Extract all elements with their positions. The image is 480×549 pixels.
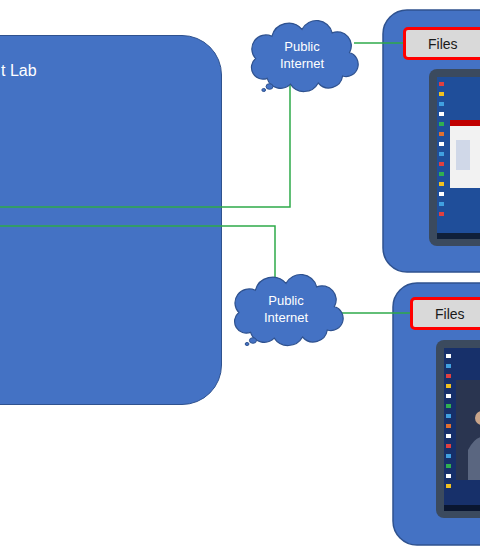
cloud-node: Public Internet — [244, 20, 360, 90]
cloud-label: Public Internet — [254, 292, 318, 326]
cloud-node: Public Internet — [227, 274, 345, 344]
video-window — [456, 380, 480, 480]
desktop-screenshot — [437, 77, 480, 239]
app-window — [450, 120, 480, 188]
cloud-bubble — [262, 88, 266, 91]
lab-box: t Lab — [0, 35, 222, 405]
cloud-bubble — [245, 342, 249, 345]
machine-panel — [383, 10, 480, 272]
screen-frame — [429, 69, 480, 246]
cloud-shape — [235, 275, 344, 346]
desktop-screenshot — [444, 348, 480, 511]
cloud-bubble — [249, 338, 256, 344]
group-title: t Lab — [1, 62, 221, 80]
cloud-bubble — [266, 84, 273, 90]
person-body — [468, 437, 480, 480]
button-label: Files — [435, 305, 465, 323]
taskbar — [444, 505, 480, 511]
window-content — [456, 140, 470, 170]
cloud-outline — [227, 274, 345, 344]
screen-frame — [436, 340, 480, 518]
cloud-label: Public Internet — [270, 38, 334, 72]
window-titlebar — [450, 120, 480, 126]
cloud-shape — [251, 21, 358, 92]
network-link — [339, 312, 410, 314]
desktop-icons — [446, 354, 451, 488]
person-head — [475, 411, 480, 425]
files-button: Files — [403, 27, 480, 60]
files-button: Files — [410, 297, 480, 330]
machine-panel — [393, 283, 480, 545]
desktop-icons — [439, 82, 444, 216]
button-label: Files — [428, 35, 458, 53]
network-link — [354, 42, 403, 44]
taskbar — [437, 233, 480, 239]
cloud-outline — [244, 20, 360, 90]
